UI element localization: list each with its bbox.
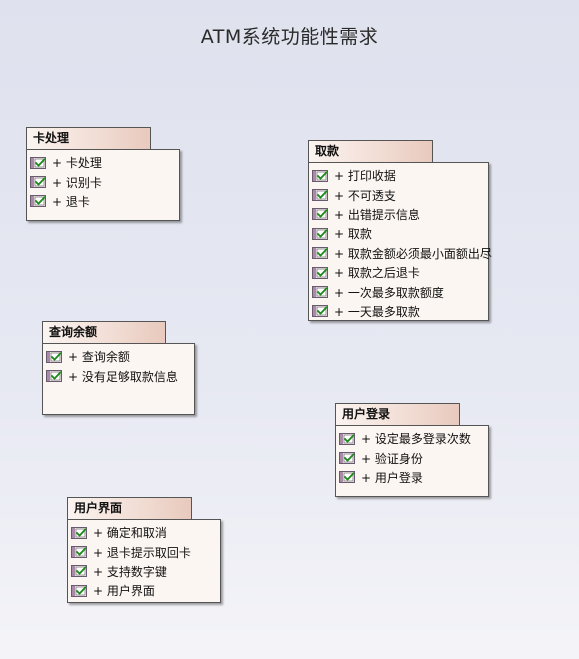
requirement-check-icon (312, 227, 328, 240)
requirement-list: + 确定和取消 + 退卡提示取回卡 + 支持数字键 + 用户界面 (71, 523, 191, 601)
package-body: + 确定和取消 + 退卡提示取回卡 + 支持数字键 + 用户界面 (67, 519, 221, 603)
package-tab: 查询余额 (42, 321, 166, 343)
requirement-list: + 设定最多登录次数 + 验证身份 + 用户登录 (339, 429, 471, 487)
requirement-check-icon (71, 565, 87, 578)
requirement-label: + 取款之后退卡 (334, 266, 420, 281)
requirement-check-icon (312, 208, 328, 221)
requirement-check-icon (30, 156, 46, 169)
requirement-label: + 用户登录 (361, 470, 423, 485)
requirement-item[interactable]: + 不可透支 (312, 185, 492, 204)
requirement-item[interactable]: + 确定和取消 (71, 523, 191, 542)
requirement-label: + 验证身份 (361, 451, 423, 466)
requirement-check-icon (312, 266, 328, 279)
package-withdraw[interactable]: 取款 + 打印收据 + 不可透支 + 出错提示信息 + 取款 + 取款金额必须最小面额出… (308, 140, 492, 322)
requirement-check-icon (71, 546, 87, 559)
requirement-item[interactable]: + 打印收据 (312, 166, 492, 185)
package-tab: 用户登录 (335, 403, 460, 425)
requirement-item[interactable]: + 出错提示信息 (312, 205, 492, 224)
requirement-label: + 用户界面 (93, 584, 155, 599)
requirement-label: + 支持数字键 (93, 564, 167, 579)
requirement-check-icon (339, 452, 355, 465)
requirement-list: + 打印收据 + 不可透支 + 出错提示信息 + 取款 + 取款金额必须最小面额出尽 + … (312, 166, 492, 321)
requirement-check-icon (71, 526, 87, 539)
requirement-item[interactable]: + 取款金额必须最小面额出尽 (312, 244, 492, 263)
requirement-item[interactable]: + 设定最多登录次数 (339, 429, 471, 448)
package-body: + 查询余额 + 没有足够取款信息 (42, 343, 195, 415)
requirement-list: + 查询余额 + 没有足够取款信息 (46, 347, 178, 386)
requirement-check-icon (71, 584, 87, 597)
requirement-check-icon (30, 195, 46, 208)
requirement-label: + 一天最多取款 (334, 304, 420, 319)
package-tab: 卡处理 (26, 127, 151, 149)
requirement-check-icon (339, 432, 355, 445)
requirement-item[interactable]: + 用户界面 (71, 581, 191, 600)
requirement-item[interactable]: + 退卡提示取回卡 (71, 542, 191, 561)
requirement-check-icon (312, 169, 328, 182)
package-body: + 卡处理 + 识别卡 + 退卡 (26, 149, 180, 221)
package-tab: 用户界面 (67, 497, 192, 519)
requirement-label: + 一次最多取款额度 (334, 285, 444, 300)
requirement-check-icon (312, 305, 328, 318)
requirement-check-icon (312, 189, 328, 202)
requirement-list: + 卡处理 + 识别卡 + 退卡 (30, 153, 102, 211)
requirement-item[interactable]: + 验证身份 (339, 448, 471, 467)
requirement-label: + 卡处理 (52, 156, 102, 171)
requirement-item[interactable]: + 用户登录 (339, 468, 471, 487)
requirement-check-icon (312, 247, 328, 260)
package-user-interface[interactable]: 用户界面 + 确定和取消 + 退卡提示取回卡 + 支持数字键 + 用户界面 (67, 497, 221, 604)
requirement-check-icon (339, 471, 355, 484)
requirement-check-icon (312, 286, 328, 299)
requirement-label: + 打印收据 (334, 169, 396, 184)
requirement-label: + 识别卡 (52, 175, 102, 190)
package-card-handling[interactable]: 卡处理 + 卡处理 + 识别卡 + 退卡 (26, 127, 180, 222)
requirement-item[interactable]: + 取款之后退卡 (312, 263, 492, 282)
requirement-check-icon (46, 350, 62, 363)
package-balance-inquiry[interactable]: 查询余额 + 查询余额 + 没有足够取款信息 (42, 321, 195, 416)
requirement-item[interactable]: + 没有足够取款信息 (46, 366, 178, 385)
package-body: + 设定最多登录次数 + 验证身份 + 用户登录 (335, 425, 489, 497)
package-tab: 取款 (308, 140, 433, 162)
requirement-item[interactable]: + 识别卡 (30, 172, 102, 191)
requirement-item[interactable]: + 查询余额 (46, 347, 178, 366)
package-body: + 打印收据 + 不可透支 + 出错提示信息 + 取款 + 取款金额必须最小面额出尽 + … (308, 162, 492, 321)
requirement-label: + 设定最多登录次数 (361, 432, 471, 447)
requirement-label: + 不可透支 (334, 188, 396, 203)
requirement-label: + 确定和取消 (93, 526, 167, 541)
diagram-title: ATM系统功能性需求 (200, 26, 379, 48)
package-user-login[interactable]: 用户登录 + 设定最多登录次数 + 验证身份 + 用户登录 (335, 403, 489, 498)
requirement-item[interactable]: + 一次最多取款额度 (312, 282, 492, 301)
requirement-label: + 取款金额必须最小面额出尽 (334, 246, 492, 261)
requirement-label: + 退卡提示取回卡 (93, 545, 191, 560)
requirement-item[interactable]: + 取款 (312, 224, 492, 243)
requirement-label: + 没有足够取款信息 (68, 369, 178, 384)
requirement-item[interactable]: + 支持数字键 (71, 562, 191, 581)
requirement-item[interactable]: + 退卡 (30, 192, 102, 211)
requirement-item[interactable]: + 一天最多取款 (312, 302, 492, 321)
requirement-item[interactable]: + 卡处理 (30, 153, 102, 172)
requirement-label: + 出错提示信息 (334, 207, 420, 222)
requirement-label: + 退卡 (52, 194, 90, 209)
requirement-label: + 取款 (334, 227, 372, 242)
requirement-check-icon (46, 370, 62, 383)
requirement-label: + 查询余额 (68, 350, 130, 365)
requirement-check-icon (30, 176, 46, 189)
